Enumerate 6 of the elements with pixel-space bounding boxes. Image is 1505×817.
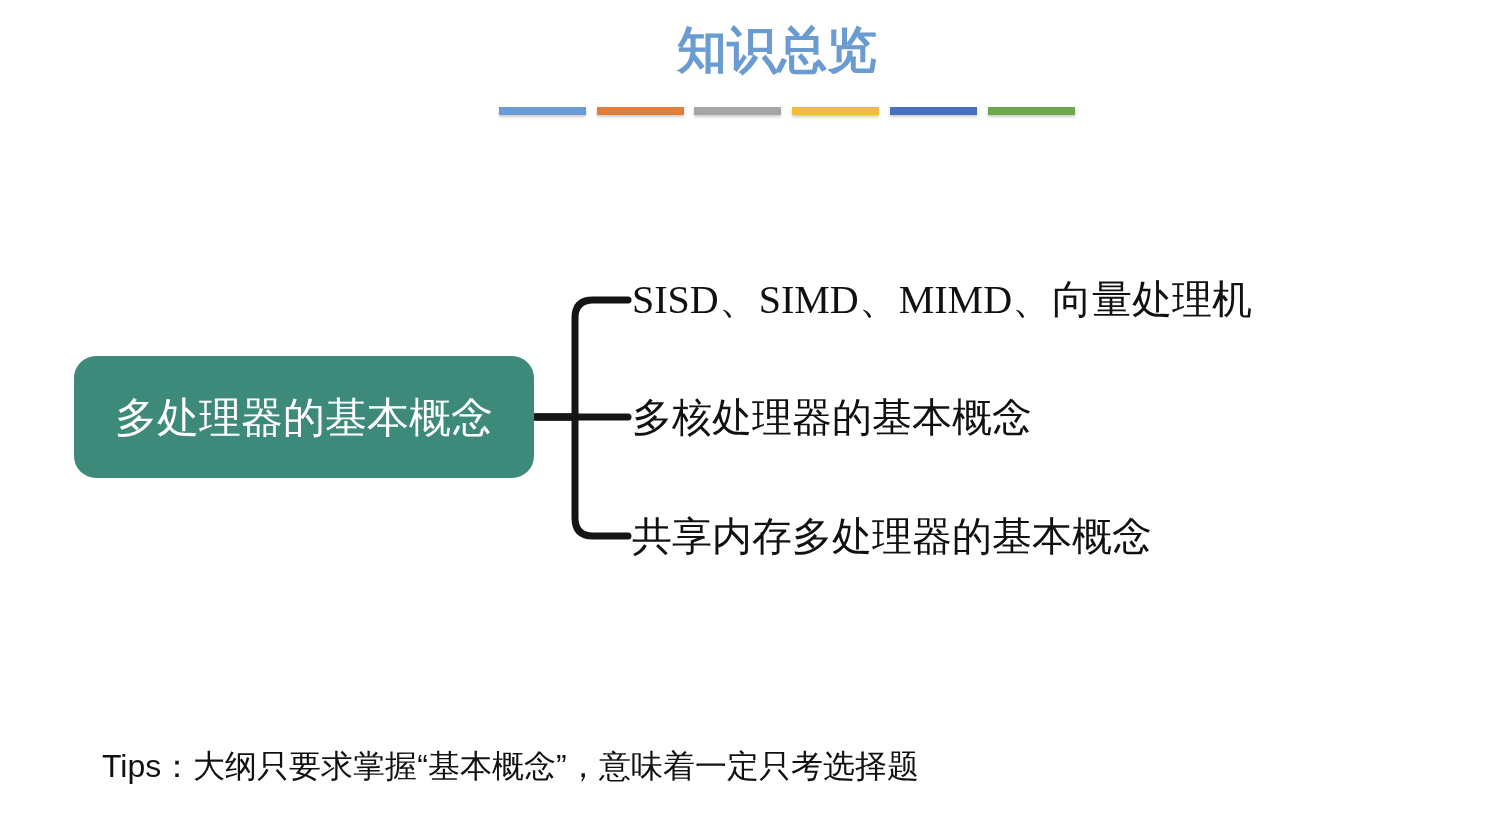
subtopic-text: 共享内存多处理器的基本概念 [632,511,1152,561]
subtopic-text: SISD、SIMD、MIMD、向量处理机 [632,275,1253,325]
title: 知识总览 [675,21,878,80]
subtopic-text: 多核处理器的基本概念 [632,392,1032,442]
tips-note: Tips：大纲只要求掌握“基本概念”，意味着一定只考选择题 [102,747,919,786]
topic-box: 多处理器的基本概念 [74,356,534,478]
